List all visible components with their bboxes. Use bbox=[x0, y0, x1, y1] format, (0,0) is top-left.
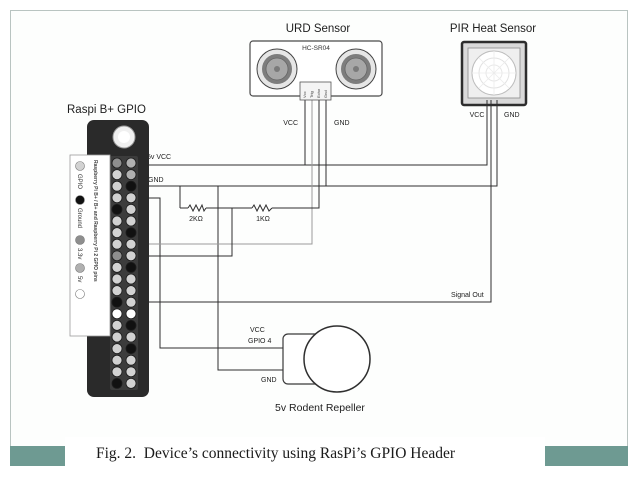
gpio-pin bbox=[111, 308, 123, 320]
legend-label-3v3: 3.3v bbox=[76, 248, 82, 259]
gpio-pin bbox=[125, 343, 137, 355]
repeller-vcc-label: VCC bbox=[250, 327, 265, 334]
urd-pin-header bbox=[299, 81, 332, 101]
gpio-pin bbox=[125, 238, 137, 250]
gpio-header bbox=[110, 156, 138, 390]
urd-pin-vcc: Vcc bbox=[302, 91, 307, 98]
figure-caption: Fig. 2. Device’s connectivity using RasP… bbox=[96, 445, 456, 462]
legend-label-5v: 5v bbox=[76, 276, 82, 282]
gpio-pin bbox=[111, 354, 123, 366]
gpio-pin bbox=[111, 180, 123, 192]
gpio-pin bbox=[125, 169, 137, 181]
urd-pin-echo: Echo bbox=[316, 88, 321, 98]
wire-5v-vcc bbox=[131, 106, 488, 166]
gpio-pin bbox=[111, 238, 123, 250]
gpio-pin bbox=[125, 215, 137, 227]
label-resistor-1k: 1KΩ bbox=[256, 216, 270, 223]
gpio-pin bbox=[111, 343, 123, 355]
gpio-pin bbox=[125, 319, 137, 331]
repeller-gnd-label: GND bbox=[261, 377, 277, 384]
gpio-pin bbox=[111, 215, 123, 227]
gpio-pin bbox=[125, 366, 137, 378]
gpio-pin bbox=[111, 273, 123, 285]
gpio-pin bbox=[125, 227, 137, 239]
raspi-title: Raspi B+ GPIO bbox=[67, 104, 146, 116]
raspi-gpio: Raspi B+ GPIO Raspberry Pi B+ / B+ and R… bbox=[67, 104, 149, 397]
gpio-pin bbox=[125, 261, 137, 273]
urd-transducer-right bbox=[335, 48, 377, 90]
wire-urd-echo bbox=[272, 100, 320, 209]
repeller-title: 5v Rodent Repeller bbox=[275, 402, 365, 414]
pir-gnd-label: GND bbox=[504, 112, 520, 119]
gpio-pin bbox=[125, 308, 137, 320]
gpio-pin bbox=[111, 227, 123, 239]
legend-dot-3v3 bbox=[75, 235, 85, 245]
pir-sensor-title: PIR Heat Sensor bbox=[450, 23, 536, 35]
gpio-pin bbox=[111, 331, 123, 343]
gpio-pin bbox=[111, 157, 123, 169]
wire-echo-gpio bbox=[131, 208, 233, 257]
urd-gnd-label: GND bbox=[334, 120, 350, 127]
urd-sensor-title: URD Sensor bbox=[286, 23, 351, 35]
gpio-pin bbox=[125, 285, 137, 297]
legend-dot-ground bbox=[75, 195, 85, 205]
urd-pin-gnd: Gnd bbox=[323, 90, 328, 98]
gpio-pin bbox=[111, 296, 123, 308]
gpio-pin bbox=[111, 192, 123, 204]
label-5v-vcc: 5v VCC bbox=[147, 154, 171, 161]
urd-pin-trig: Trig bbox=[309, 91, 314, 98]
gpio-pin bbox=[111, 261, 123, 273]
legend-dot-id bbox=[75, 289, 85, 299]
gpio-pin bbox=[125, 192, 137, 204]
pir-pins bbox=[486, 100, 498, 106]
legend-panel bbox=[69, 154, 111, 337]
pir-vcc-label: VCC bbox=[470, 112, 485, 119]
wire-repeller-gnd bbox=[217, 186, 283, 371]
legend-dot-gpio bbox=[75, 161, 85, 171]
pir-dome bbox=[471, 50, 517, 96]
gpio-pin bbox=[125, 296, 137, 308]
wiring bbox=[131, 100, 498, 371]
urd-model-label: HC-SR04 bbox=[302, 45, 330, 52]
wire-signal-out bbox=[131, 106, 492, 303]
urd-transducer-left bbox=[256, 48, 298, 90]
legend-dot-5v bbox=[75, 263, 85, 273]
gpio-pin bbox=[125, 273, 137, 285]
gpio-pin bbox=[111, 169, 123, 181]
label-resistor-2k: 2KΩ bbox=[189, 216, 203, 223]
gpio-pin bbox=[125, 354, 137, 366]
rodent-repeller: VCC GPIO 4 GND 5v Rodent Repeller bbox=[248, 325, 371, 414]
pir-sensor: PIR Heat Sensor VCC GND bbox=[450, 23, 536, 119]
label-gnd: GND bbox=[148, 177, 164, 184]
wire-gnd bbox=[131, 106, 498, 187]
repeller-gpio-label: GPIO 4 bbox=[248, 338, 271, 345]
gpio-pin bbox=[111, 250, 123, 262]
legend-label-gpio: GPIO bbox=[76, 174, 82, 189]
gpio-pins bbox=[111, 157, 137, 389]
gpio-legend: Raspberry Pi B+ / B+ and Raspberry Pi 2 … bbox=[69, 154, 111, 337]
urd-vcc-label: VCC bbox=[283, 120, 298, 127]
gpio-pin bbox=[125, 331, 137, 343]
legend-label-ground: Ground bbox=[76, 208, 82, 228]
gpio-pin bbox=[111, 285, 123, 297]
gpio-pin bbox=[125, 250, 137, 262]
resistor-1k bbox=[251, 203, 273, 213]
urd-sensor: URD Sensor HC-SR04 Vcc Trig Echo Gnd VCC… bbox=[249, 23, 383, 127]
label-signal-out: Signal Out bbox=[451, 292, 484, 299]
wire-urd-trig bbox=[131, 100, 313, 245]
gpio-pin bbox=[111, 377, 123, 389]
gpio-pin bbox=[111, 203, 123, 215]
gpio-pin bbox=[125, 203, 137, 215]
gpio-pin bbox=[125, 377, 137, 389]
gpio-pin bbox=[111, 319, 123, 331]
mounting-hole-inner bbox=[118, 131, 130, 143]
resistor-2k bbox=[187, 203, 207, 213]
repeller-speaker bbox=[303, 325, 371, 393]
gpio-pin bbox=[125, 180, 137, 192]
gpio-pin bbox=[111, 366, 123, 378]
legend-title: Raspberry Pi B+ / B+ and Raspberry Pi 2 … bbox=[92, 160, 98, 282]
gpio-pin bbox=[125, 157, 137, 169]
caption-box bbox=[65, 437, 545, 467]
